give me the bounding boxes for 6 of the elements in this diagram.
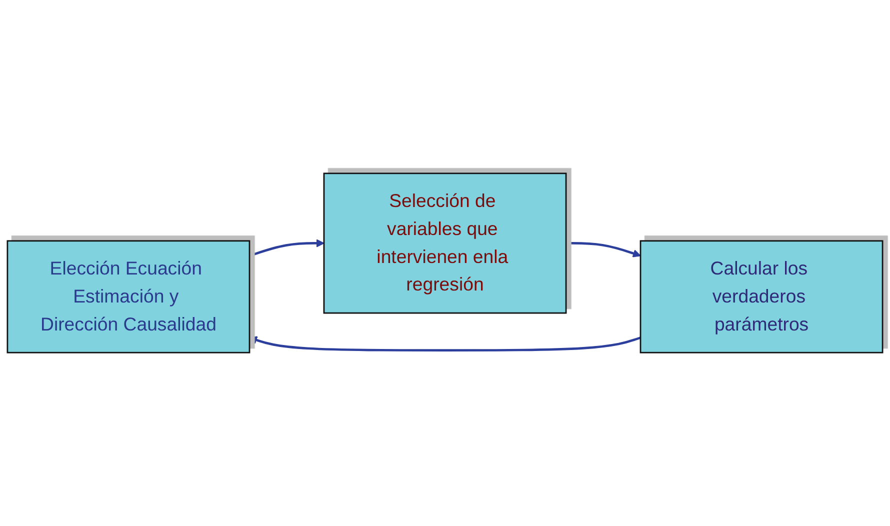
node-box: Calcular los verdaderos parámetros: [640, 240, 884, 354]
arrow: [249, 336, 641, 352]
node-box: Elección Ecuación Estimación y Dirección Causalidad: [6, 240, 250, 354]
node-box: Selección de variables que intervienen enla regresión: [323, 172, 567, 314]
arrow: [566, 242, 641, 258]
arrow: [249, 239, 324, 257]
